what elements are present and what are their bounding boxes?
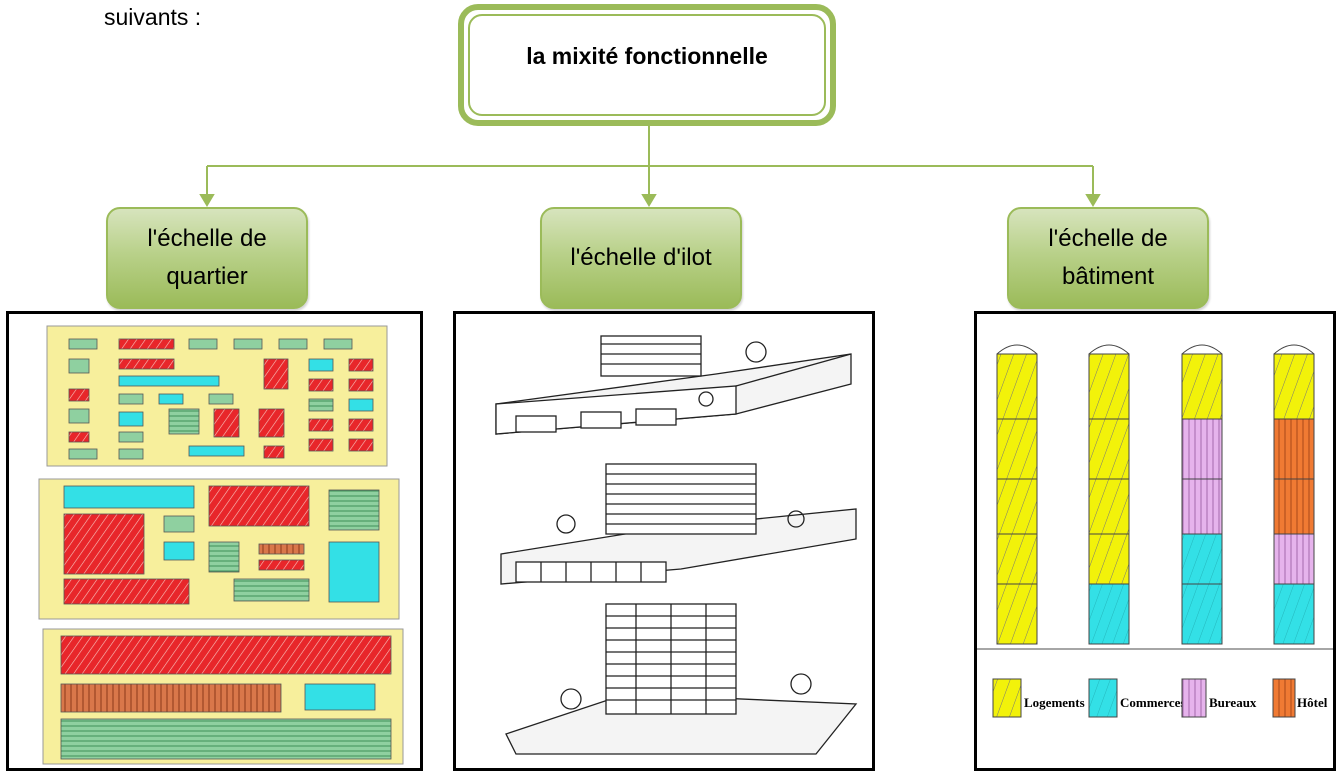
level-node-ilot: l'échelle d'ilot	[540, 207, 742, 309]
level-node-batiment: l'échelle de bâtiment	[1007, 207, 1209, 309]
quartier-illustration	[6, 311, 423, 771]
legend-label-commerces: Commerces	[1120, 695, 1185, 710]
root-node-inner-frame: la mixité fonctionnelle	[468, 14, 826, 116]
level-label-ilot: l'échelle d'ilot	[570, 244, 712, 271]
legend-label-hotel: Hôtel	[1297, 695, 1328, 710]
level-label-quartier: l'échelle de quartier	[147, 225, 267, 290]
tower-logements-hotel-bureaux-commerces	[1273, 344, 1315, 645]
batiment-sketch: Logements Commerces Bureaux Hôtel	[977, 344, 1333, 718]
legend: Logements Commerces Bureaux Hôtel	[992, 678, 1328, 718]
tower-logements-only	[996, 344, 1038, 645]
arrowhead-center	[641, 194, 657, 207]
tower-logements-bureaux-commerces	[1181, 344, 1223, 645]
level-label-batiment: l'échelle de bâtiment	[1048, 225, 1168, 290]
ilot-illustration	[453, 311, 875, 771]
legend-label-logements: Logements	[1024, 695, 1085, 710]
ilot-sketch	[495, 335, 858, 755]
intro-text: suivants :	[104, 4, 202, 30]
arrowhead-right	[1085, 194, 1101, 207]
arrowhead-left	[199, 194, 215, 207]
legend-swatch-bureaux	[1181, 678, 1207, 718]
legend-swatch-commerces	[1088, 678, 1118, 718]
batiment-illustration: Logements Commerces Bureaux Hôtel	[974, 311, 1336, 771]
legend-swatch-hotel	[1272, 678, 1296, 718]
root-node-label: la mixité fonctionnelle	[526, 43, 768, 69]
root-node: la mixité fonctionnelle	[458, 4, 836, 126]
legend-swatch-logements	[992, 678, 1022, 718]
level-node-quartier: l'échelle de quartier	[106, 207, 308, 309]
legend-label-bureaux: Bureaux	[1209, 695, 1257, 710]
quartier-sketch	[38, 325, 404, 765]
tower-logements-commerces	[1088, 344, 1130, 645]
